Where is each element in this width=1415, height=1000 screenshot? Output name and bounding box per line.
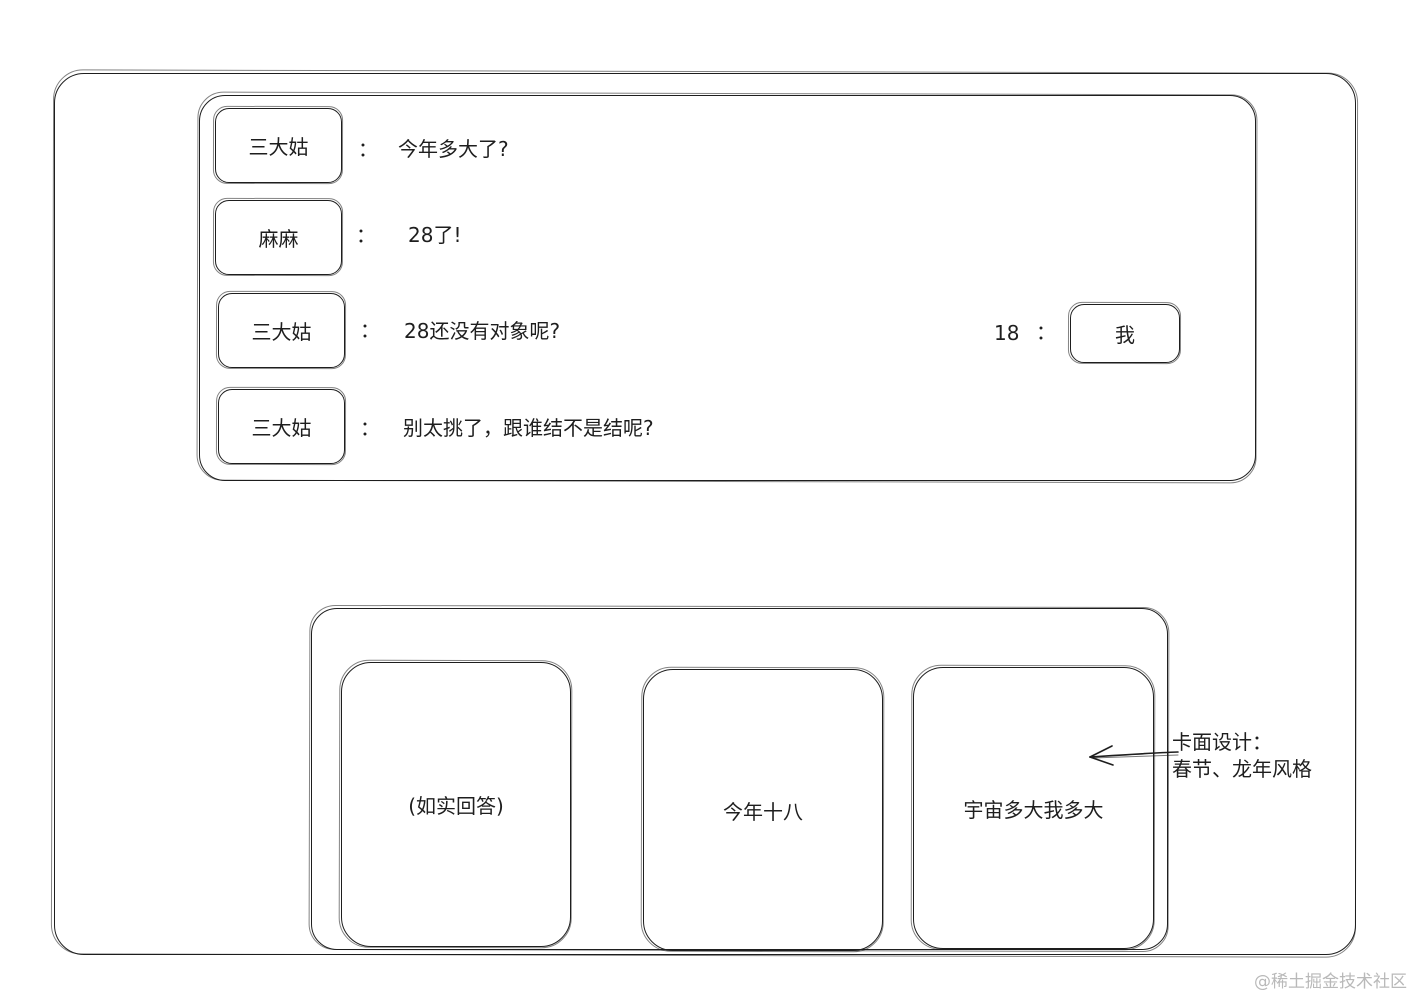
speaker-box-1: 三大姑 bbox=[215, 108, 342, 183]
speaker-box-4: 三大姑 bbox=[218, 389, 345, 464]
speaker-label: 麻麻 bbox=[258, 227, 299, 251]
speaker-box-2: 麻麻 bbox=[215, 200, 342, 275]
reply-speaker-box: 我 bbox=[1070, 304, 1180, 363]
message-1: 今年多大了? bbox=[398, 137, 509, 161]
reply-colon: ： bbox=[1036, 320, 1056, 344]
speaker-box-3: 三大姑 bbox=[218, 293, 345, 368]
card-design-note: 卡面设计： 春节、龙年风格 bbox=[1172, 729, 1312, 783]
colon-4: ： bbox=[360, 416, 380, 440]
colon-2: ： bbox=[356, 223, 376, 247]
colon-3: ： bbox=[360, 318, 380, 342]
speaker-label: 三大姑 bbox=[251, 320, 312, 344]
reply-speaker-label: 我 bbox=[1115, 323, 1135, 347]
outer-frame bbox=[54, 73, 1356, 955]
message-3: 28还没有对象呢? bbox=[404, 319, 561, 343]
speaker-label: 三大姑 bbox=[251, 416, 312, 440]
note-line-2: 春节、龙年风格 bbox=[1172, 757, 1312, 781]
colon-1: ： bbox=[358, 137, 378, 161]
dialogue-panel bbox=[199, 95, 1256, 481]
card-label: 宇宙多大我多大 bbox=[963, 797, 1104, 822]
watermark: @稀土掘金技术社区 bbox=[1254, 972, 1407, 992]
speaker-label: 三大姑 bbox=[248, 135, 309, 159]
answer-card-1[interactable]: (如实回答) bbox=[341, 662, 571, 947]
answer-card-3[interactable]: 宇宙多大我多大 bbox=[913, 667, 1154, 949]
message-4: 别太挑了，跟谁结不是结呢? bbox=[403, 416, 654, 440]
card-label: 今年十八 bbox=[723, 799, 803, 824]
card-label: (如实回答) bbox=[408, 794, 504, 818]
note-line-1: 卡面设计： bbox=[1172, 730, 1272, 754]
answer-card-2[interactable]: 今年十八 bbox=[643, 669, 883, 951]
message-2: 28了! bbox=[408, 223, 462, 247]
reply-message: 18 bbox=[994, 321, 1020, 345]
